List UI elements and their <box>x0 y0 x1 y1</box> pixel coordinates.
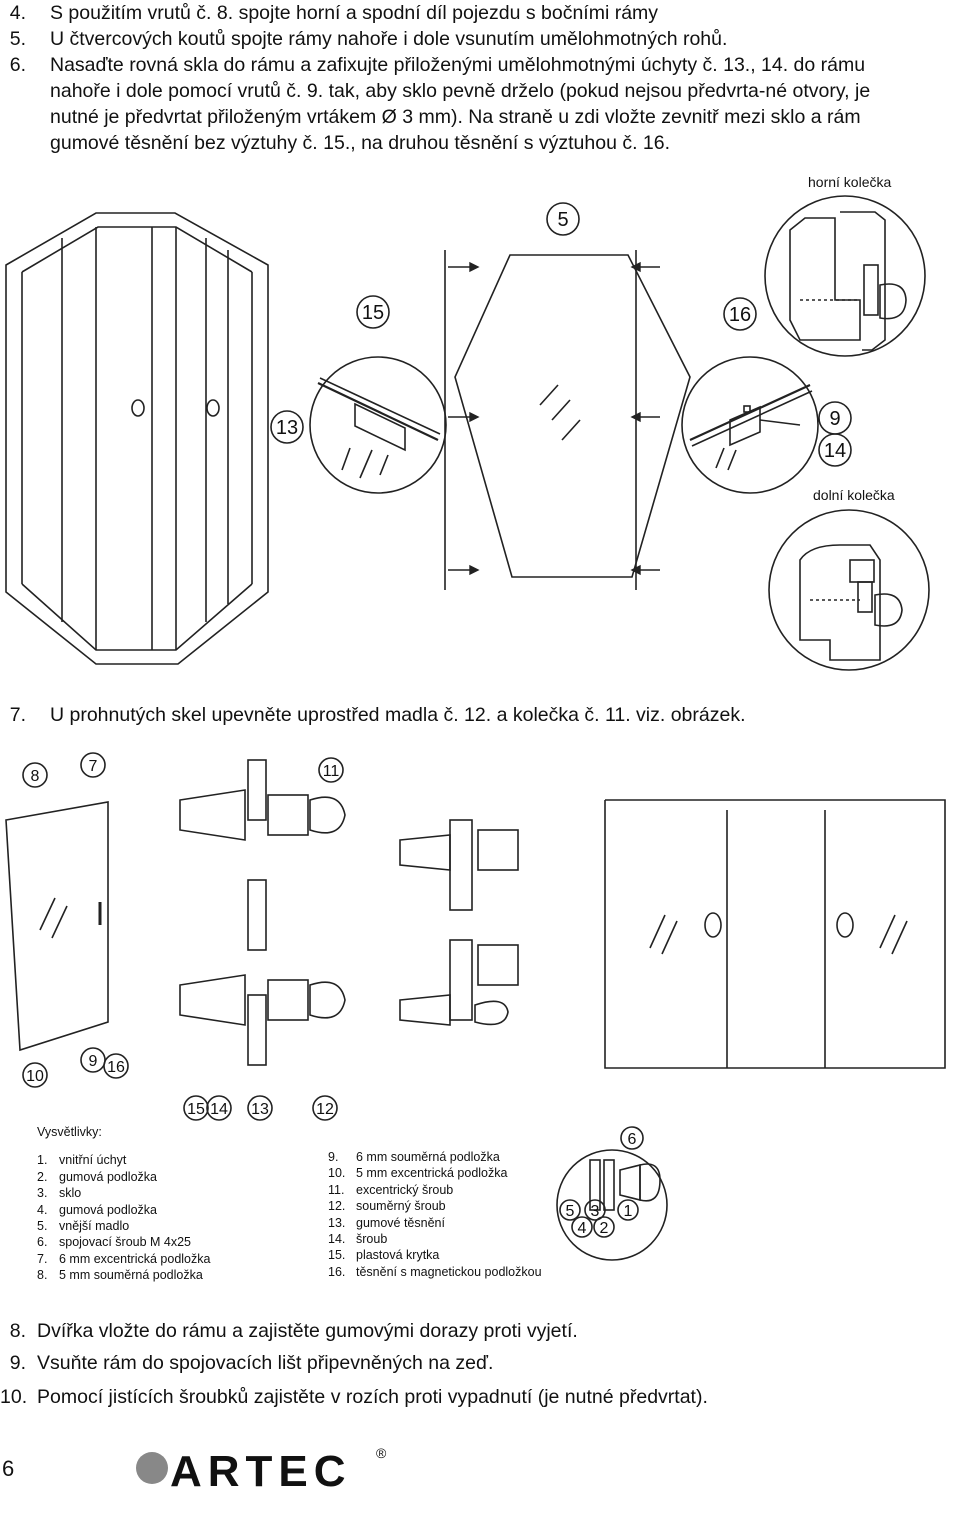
step-text-line: gumové těsnění bez výztuhy č. 15., na dr… <box>50 132 671 154</box>
legend: Vysvětlivky: 1.vnitřní úchyt 2.gumová po… <box>37 1124 210 1284</box>
legend-item: 7.6 mm excentrická podložka <box>37 1251 211 1266</box>
legend-item: 1.vnitřní úchyt <box>37 1153 127 1168</box>
legend-item: 15.plastová krytka <box>328 1248 440 1263</box>
arrows <box>448 261 660 576</box>
flat-door-drawing <box>604 799 946 1069</box>
step-text: Pomocí jistících šroubků zajistěte v roz… <box>37 1386 708 1408</box>
curved-door-drawing <box>5 801 109 1052</box>
step-text-line: Nasaďte rovná skla do rámu a zafixujte p… <box>50 54 866 76</box>
artec-logo: ARTEC ® <box>136 1445 387 1496</box>
callout-10: 10 <box>26 1068 44 1085</box>
step-text: Dvířka vložte do rámu a zajistěte gumový… <box>37 1320 578 1342</box>
enclosure-drawing <box>5 212 269 665</box>
detail-circle-right <box>681 356 819 494</box>
callout-9: 9 <box>829 408 840 430</box>
label-bottom-wheels: dolní kolečka <box>813 487 895 503</box>
legend-item: 4.gumová podložka <box>37 1202 157 1217</box>
callout-4: 4 <box>578 1220 587 1237</box>
callout-6: 6 <box>628 1131 637 1148</box>
step-text: S použitím vrutů č. 8. spojte horní a sp… <box>50 2 659 24</box>
step-text-line: nahoře i dole pomocí vrutů č. 9. tak, ab… <box>50 80 871 102</box>
legend-title: Vysvětlivky: <box>37 1125 102 1139</box>
callout-1: 1 <box>624 1203 633 1220</box>
legend-right: 9.6 mm souměrná podložka 10.5 mm excentr… <box>328 1149 542 1280</box>
callout-7: 7 <box>89 758 98 775</box>
callout-16: 16 <box>729 304 751 326</box>
top-wheel-detail <box>764 195 926 357</box>
step-number: 4. <box>9 2 26 24</box>
legend-item: 16.těsnění s magnetickou podložkou <box>328 1264 542 1279</box>
figure-glass-mounting: 5 15 16 13 9 14 horní kolečka dolní kole… <box>5 174 930 671</box>
step-text-line: nutné je předvrtat přiloženým vrtákem Ø … <box>50 106 861 128</box>
legend-item: 2.gumová podložka <box>37 1169 157 1184</box>
figure-handle-assembly: 8 7 11 10 9 16 15 14 13 12 6 5 3 1 4 2 <box>5 752 946 1261</box>
legend-item: 14.šroub <box>328 1232 388 1247</box>
callout-2: 2 <box>600 1220 609 1237</box>
label-top-wheels: horní kolečka <box>808 174 891 190</box>
legend-item: 9.6 mm souměrná podložka <box>328 1150 500 1164</box>
bottom-wheel-detail <box>768 509 930 671</box>
callout-12: 12 <box>316 1101 334 1118</box>
page-number: 6 <box>2 1456 15 1481</box>
legend-item: 12.souměrný šroub <box>328 1199 446 1214</box>
step-text: Vsuňte rám do spojovacích lišt připevněn… <box>37 1352 494 1374</box>
glass-panel-drawing <box>444 250 691 590</box>
callout-11: 11 <box>323 763 340 780</box>
legend-item: 13.gumové těsnění <box>328 1215 445 1230</box>
step-number: 5. <box>9 28 26 50</box>
legend-item: 11.excentrický šroub <box>328 1182 454 1197</box>
assembly-section-drawing <box>179 759 519 1066</box>
step-number: 9. <box>9 1352 26 1374</box>
legend-item: 10.5 mm excentrická podložka <box>328 1166 508 1181</box>
step-text: U čtvercových koutů spojte rámy nahoře i… <box>50 28 728 50</box>
registered-mark: ® <box>376 1445 387 1461</box>
detail-circle-left <box>309 356 447 494</box>
legend-item: 8.5 mm souměrná podložka <box>37 1268 203 1283</box>
callout-14: 14 <box>210 1101 228 1118</box>
callout-5: 5 <box>566 1203 575 1220</box>
step-text: U prohnutých skel upevněte uprostřed mad… <box>50 704 746 726</box>
callout-13: 13 <box>276 417 298 439</box>
callout-16: 16 <box>107 1059 125 1076</box>
legend-item: 5.vnější madlo <box>37 1219 130 1234</box>
callout-5: 5 <box>557 209 568 231</box>
step-number: 10. <box>0 1386 28 1408</box>
callout-9: 9 <box>89 1053 98 1070</box>
callout-13: 13 <box>251 1101 269 1118</box>
callout-15: 15 <box>362 302 384 324</box>
callout-15: 15 <box>187 1101 205 1118</box>
callout-14: 14 <box>824 440 846 462</box>
legend-detail-drawing <box>556 1149 668 1261</box>
step-number: 8. <box>9 1320 26 1342</box>
step-number: 7. <box>9 704 26 726</box>
logo-text: ARTEC <box>170 1447 352 1496</box>
legend-item: 3.sklo <box>37 1186 82 1201</box>
legend-item: 6.spojovací šroub M 4x25 <box>37 1235 192 1250</box>
step-number: 6. <box>9 54 26 76</box>
callout-3: 3 <box>591 1203 600 1220</box>
callout-8: 8 <box>31 768 40 785</box>
